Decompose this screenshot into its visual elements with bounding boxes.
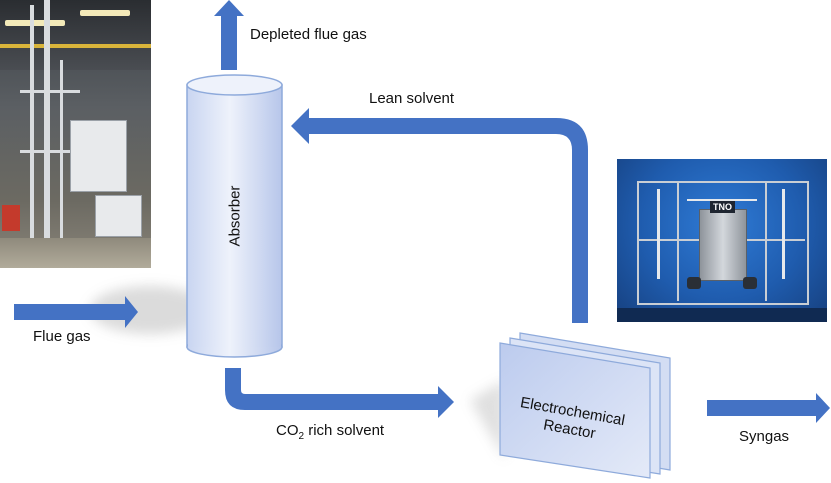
syngas-arrow <box>707 393 830 423</box>
reactor-box <box>499 332 671 479</box>
ceiling-light <box>5 20 65 26</box>
arrows <box>14 0 830 423</box>
absorber-column <box>186 74 283 358</box>
reactor-skid-photo: TNO <box>617 159 827 322</box>
tube <box>657 189 660 279</box>
skid-post <box>677 181 679 301</box>
co2-label-subscript: 2 <box>298 431 305 442</box>
rig-frame <box>20 90 80 93</box>
ceiling-light <box>80 10 130 16</box>
absorber-shadow <box>90 286 210 334</box>
red-container <box>2 205 20 231</box>
syngas-label: Syngas <box>739 428 790 445</box>
skid-base <box>617 308 827 322</box>
pump <box>687 277 701 289</box>
pilot-plant-photo <box>0 0 151 268</box>
rig-column <box>30 5 34 245</box>
control-cabinet <box>70 120 127 192</box>
co2-label-suffix: rich solvent <box>304 422 385 439</box>
yellow-pipe <box>0 44 151 48</box>
pump <box>743 277 757 289</box>
tube <box>782 189 785 279</box>
depleted-flue-gas-label: Depleted flue gas <box>250 26 367 43</box>
rig-frame <box>60 60 63 250</box>
absorber-label: Absorber <box>226 185 243 247</box>
co2-rich-solvent-label: CO2 rich solvent <box>276 422 384 442</box>
equipment-box <box>95 195 142 237</box>
flue-gas-arrow <box>14 296 138 328</box>
rig-frame <box>20 150 80 153</box>
depleted-flue-gas-arrow <box>214 0 244 70</box>
flue-gas-label: Flue gas <box>33 328 91 345</box>
reactor-shadow <box>470 380 505 460</box>
tube <box>687 199 757 201</box>
brand-plate: TNO <box>710 201 735 213</box>
reactor-stack <box>699 209 747 281</box>
rig-column <box>44 0 50 245</box>
co2-rich-solvent-arrow <box>225 368 454 418</box>
skid-frame <box>637 181 809 305</box>
lean-solvent-arrow <box>291 108 588 323</box>
lean-solvent-label: Lean solvent <box>369 90 455 107</box>
skid-post <box>765 181 767 301</box>
co2-label-prefix: CO <box>276 422 299 439</box>
photo-floor <box>0 238 151 268</box>
